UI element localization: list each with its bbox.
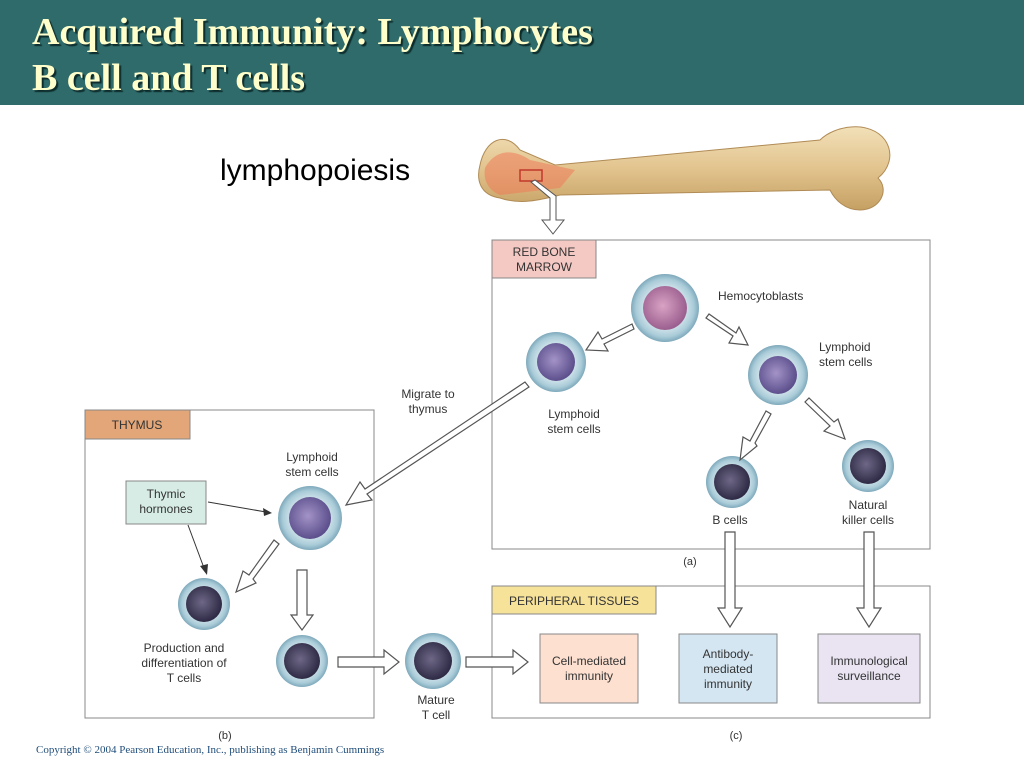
- arrow-down-thymus: [289, 569, 315, 632]
- lymphoid-stem-cells-right-label-2: stem cells: [819, 355, 872, 369]
- arrow-hemo-to-lymphoid-right: [705, 313, 750, 346]
- production-label-3: T cells: [167, 671, 201, 685]
- panel-b-label: (b): [218, 730, 231, 742]
- antibody-label-3: immunity: [704, 677, 752, 691]
- slide-title-line-1: Acquired Immunity: Lymphocytes: [32, 11, 593, 53]
- arrow-hemo-to-lymphoid-left: [584, 323, 635, 352]
- natural-killer-label-1: Natural: [849, 498, 888, 512]
- hormone-arrows: [187, 501, 272, 575]
- developing-t-cell: [276, 635, 328, 687]
- thymus-lymphoid-stem-cell: [278, 486, 342, 550]
- copyright-notice: Copyright © 2004 Pearson Education, Inc.…: [36, 744, 385, 756]
- thymic-hormones-label-1: Thymic: [147, 487, 186, 501]
- lymphoid-stem-cell-marrow-left: [526, 332, 586, 392]
- lymphoid-stem-cells-left-label-1: Lymphoid: [548, 407, 600, 421]
- arrow-b-to-antibody: [716, 531, 744, 629]
- b-cells-label: B cells: [712, 513, 747, 527]
- immunological-label-2: surveillance: [837, 669, 901, 683]
- immunological-surveillance-box: [817, 633, 921, 704]
- migrate-label-1: Migrate to: [401, 387, 455, 401]
- title-bar: Acquired Immunity: Lymphocytes B cell an…: [0, 0, 1024, 105]
- natural-killer-label-2: killer cells: [842, 513, 894, 527]
- arrow-to-cell-mediated: [465, 648, 529, 676]
- flow-arrows: [234, 313, 883, 676]
- marrow-highlight-box: [519, 169, 543, 182]
- arrow-to-nk-cell: [804, 397, 846, 441]
- natural-killer-cell: [842, 440, 894, 492]
- lymphoid-stem-cell-marrow-right: [748, 345, 808, 405]
- migrate-label-2: thymus: [409, 402, 448, 416]
- differentiating-t-cell: [178, 578, 230, 630]
- thymus-lymphoid-label-1: Lymphoid: [286, 450, 338, 464]
- immunological-label-1: Immunological: [830, 654, 907, 668]
- b-cell: [706, 456, 758, 508]
- arrow-to-b-cell: [739, 410, 772, 462]
- thymic-hormones-label-2: hormones: [139, 502, 192, 516]
- cell-mediated-label-1: Cell-mediated: [552, 654, 626, 668]
- thymus-label-box: [84, 409, 191, 440]
- hemocytoblasts-label: Hemocytoblasts: [718, 289, 803, 303]
- production-label-2: differentiation of: [141, 656, 227, 670]
- antibody-label-2: mediated: [703, 662, 752, 676]
- peripheral-tissues-label: PERIPHERAL TISSUES: [509, 594, 639, 608]
- panel-a-label: (a): [683, 556, 696, 568]
- antibody-label-1: Antibody-: [703, 647, 754, 661]
- panel-c-label: (c): [730, 730, 743, 742]
- hemocytoblast-cell: [631, 274, 699, 342]
- cell-mediated-label-2: immunity: [565, 669, 613, 683]
- antibody-mediated-immunity-box: [678, 633, 778, 704]
- arrow-to-differentiating-cell: [234, 539, 280, 594]
- femur-bone: [478, 126, 891, 211]
- mature-t-cell-label-2: T cell: [422, 708, 450, 722]
- arrow-to-mature-t-cell: [337, 648, 400, 676]
- callout-arrow: [530, 179, 566, 235]
- arrow-migrate-to-thymus: [344, 381, 530, 506]
- lymphoid-stem-cells-left-label-2: stem cells: [547, 422, 600, 436]
- red-bone-marrow-panel: [491, 239, 931, 550]
- cell-mediated-immunity-box: [539, 633, 639, 704]
- mature-t-cell: [405, 633, 461, 689]
- lymphopoiesis-label: lymphopoiesis: [220, 154, 411, 187]
- red-bone-marrow-label-box: [491, 239, 597, 279]
- lymphoid-stem-cells-right-label-1: Lymphoid: [819, 340, 871, 354]
- thymic-hormones-box: [125, 480, 207, 525]
- thymus-label: THYMUS: [112, 418, 163, 432]
- slide-title-line-2: B cell and T cells: [32, 57, 306, 99]
- arrow-nk-to-surveillance: [855, 531, 883, 629]
- thymus-lymphoid-label-2: stem cells: [285, 465, 338, 479]
- red-bone-marrow-label-2: MARROW: [516, 260, 573, 274]
- peripheral-tissues-label-box: [491, 585, 657, 615]
- production-label-1: Production and: [144, 641, 225, 655]
- red-bone-marrow-label-1: RED BONE: [513, 245, 576, 259]
- mature-t-cell-label-1: Mature: [417, 693, 455, 707]
